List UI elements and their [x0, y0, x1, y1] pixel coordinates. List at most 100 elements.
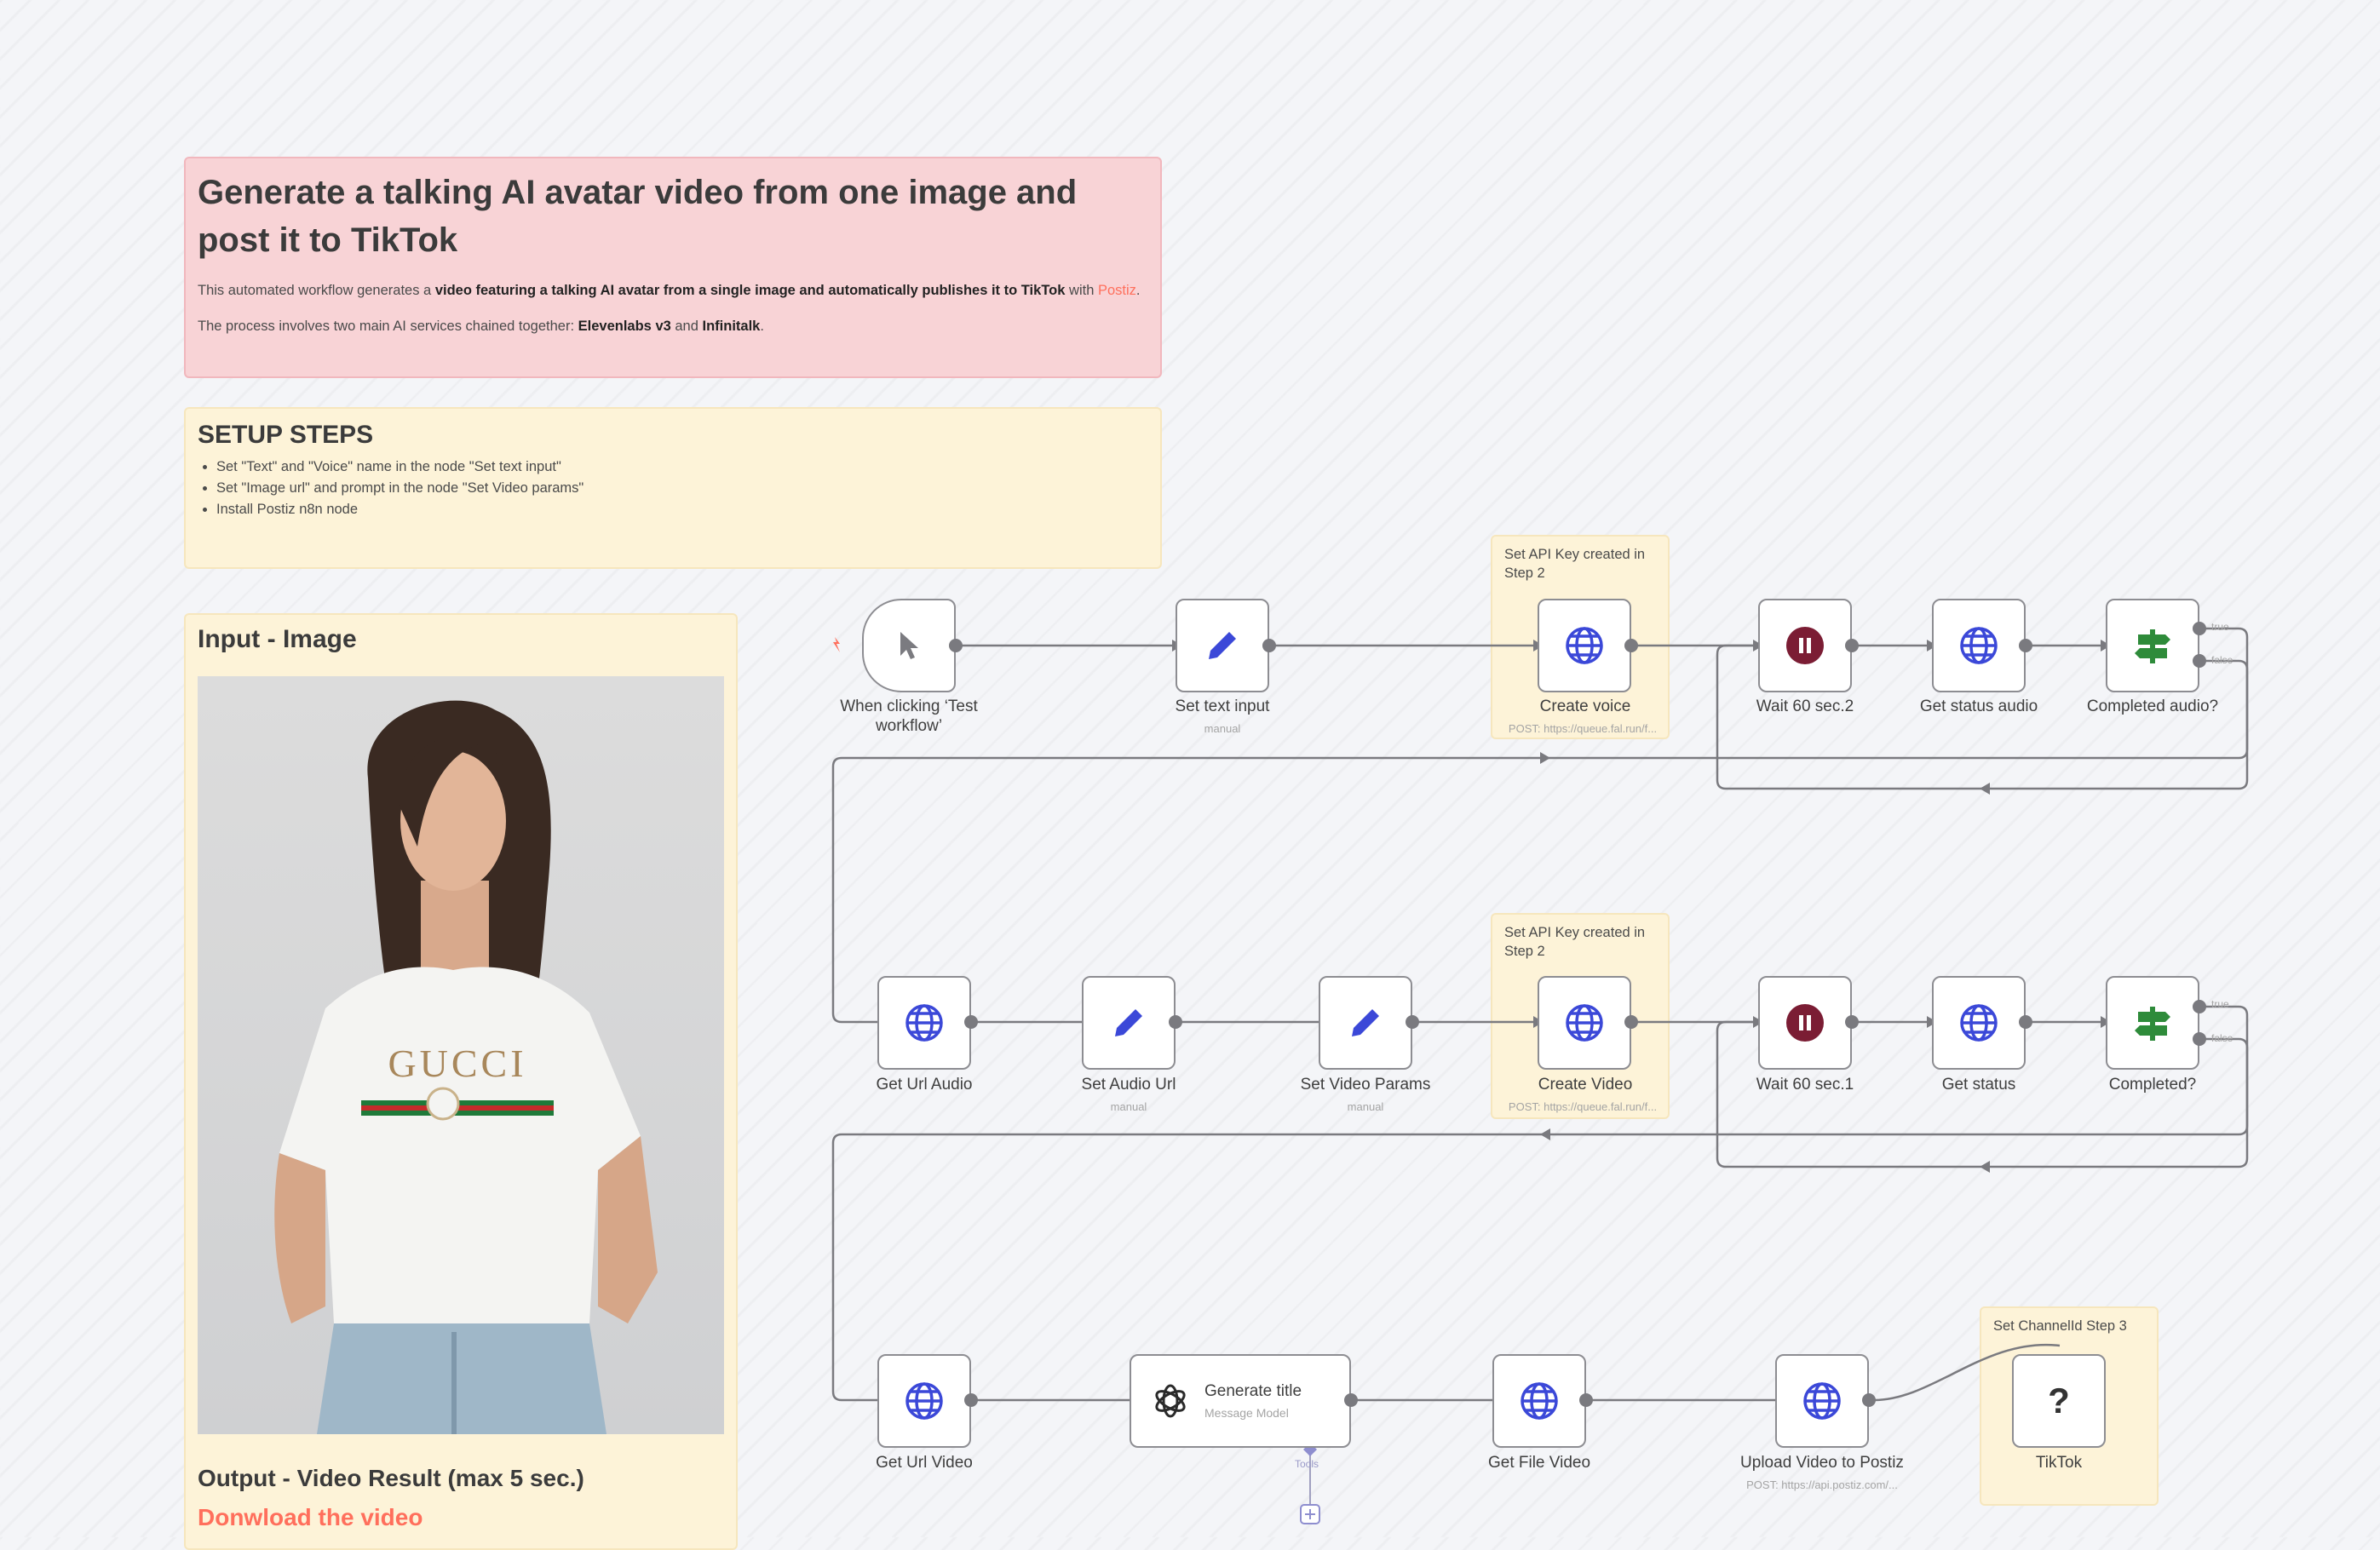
setup-step: Set "Text" and "Voice" name in the node …	[216, 456, 1148, 478]
get-url-video-label: Get Url Video	[876, 1454, 973, 1472]
create-video-sub: POST: https://queue.fal.run/f...	[1508, 1100, 1658, 1113]
output-handle[interactable]	[1624, 639, 1638, 652]
generate-title-label: Generate title	[1204, 1382, 1302, 1400]
set-video-params-label: Set Video Params	[1300, 1076, 1431, 1094]
tiktok-label: TikTok	[2035, 1454, 2083, 1472]
globe-icon	[1960, 627, 1998, 664]
setup-step: Install Postiz n8n node	[216, 499, 1148, 520]
upload-postiz-sub: POST: https://api.postiz.com/...	[1746, 1478, 1898, 1491]
trigger-node-label: When clicking ‘Test workflow’	[840, 698, 978, 735]
setup-note[interactable]: SETUP STEPS Set "Text" and "Voice" name …	[184, 407, 1162, 569]
postiz-link[interactable]: Postiz	[1097, 283, 1136, 298]
setup-title: SETUP STEPS	[198, 421, 374, 449]
completed-audio-false: false	[2211, 654, 2233, 666]
pencil-icon	[1115, 1009, 1142, 1036]
output-handle[interactable]	[949, 639, 963, 652]
download-video-link[interactable]: Donwload the video	[198, 1504, 423, 1530]
output-handle[interactable]	[964, 1015, 978, 1029]
true-output-handle[interactable]	[2193, 1000, 2206, 1013]
input-image-note[interactable]: Input - Image GUCCI Ou	[184, 613, 738, 1550]
get-file-video-node[interactable]	[1492, 1354, 1586, 1448]
get-status-node[interactable]	[1932, 976, 2026, 1070]
input-image-title: Input - Image	[198, 625, 357, 653]
intro-note[interactable]: Generate a talking AI avatar video from …	[184, 157, 1162, 378]
get-url-audio-node[interactable]	[877, 976, 971, 1070]
output-handle[interactable]	[1862, 1393, 1876, 1407]
cursor-icon	[900, 632, 918, 659]
api-key-note-1-text: Set API Key created in Step 2	[1504, 547, 1646, 581]
create-voice-sub: POST: https://queue.fal.run/f...	[1508, 722, 1658, 735]
output-handle[interactable]	[2019, 639, 2032, 652]
output-handle[interactable]	[1406, 1015, 1419, 1029]
wait-2-node[interactable]	[1758, 599, 1852, 692]
trigger-node[interactable]	[862, 599, 956, 692]
false-output-handle[interactable]	[2193, 1032, 2206, 1046]
completed-audio-label: Completed audio?	[2086, 698, 2219, 715]
globe-icon	[905, 1004, 943, 1042]
openai-icon	[1155, 1384, 1186, 1418]
globe-icon	[1566, 1004, 1603, 1042]
upload-postiz-node[interactable]	[1775, 1354, 1869, 1448]
output-handle[interactable]	[1262, 639, 1276, 652]
create-video-label: Create Video	[1538, 1076, 1633, 1094]
pause-icon	[1786, 627, 1824, 664]
get-status-label: Get status	[1941, 1076, 2016, 1094]
globe-icon	[1566, 627, 1603, 664]
set-video-params-node[interactable]	[1319, 976, 1412, 1070]
intro-paragraph-1: This automated workflow generates a vide…	[198, 283, 1141, 298]
intro-paragraph-2: The process involves two main AI service…	[198, 319, 764, 334]
create-voice-label: Create voice	[1539, 698, 1631, 715]
output-handle[interactable]	[2019, 1015, 2032, 1029]
output-handle[interactable]	[1845, 639, 1859, 652]
completed-node[interactable]	[2106, 976, 2199, 1070]
output-title: Output - Video Result (max 5 sec.)	[198, 1465, 584, 1491]
true-output-handle[interactable]	[2193, 622, 2206, 635]
get-file-video-label: Get File Video	[1487, 1454, 1591, 1472]
channel-note-text: Set ChannelId Step 3	[1993, 1318, 2127, 1334]
intro-title: Generate a talking AI avatar video from …	[198, 174, 1078, 259]
create-voice-node[interactable]	[1538, 599, 1631, 692]
output-handle[interactable]	[1344, 1393, 1358, 1407]
completed-audio-true: true	[2211, 621, 2229, 633]
output-handle[interactable]	[1169, 1015, 1182, 1029]
output-handle[interactable]	[1579, 1393, 1593, 1407]
output-handle[interactable]	[1624, 1015, 1638, 1029]
setup-steps-list: Set "Text" and "Voice" name in the node …	[198, 456, 1148, 520]
get-url-video-node[interactable]	[877, 1354, 971, 1448]
set-text-input-node[interactable]	[1176, 599, 1269, 692]
globe-icon	[905, 1382, 943, 1420]
generate-title-sub: Message Model	[1204, 1406, 1289, 1420]
completed-true: true	[2211, 998, 2229, 1010]
completed-audio-node[interactable]	[2106, 599, 2199, 692]
completed-false: false	[2211, 1032, 2233, 1044]
wait-1-label: Wait 60 sec.1	[1756, 1076, 1854, 1094]
wait-2-label: Wait 60 sec.2	[1756, 698, 1854, 715]
tools-port-label: Tools	[1295, 1458, 1319, 1470]
output-handle[interactable]	[1845, 1015, 1859, 1029]
completed-label: Completed?	[2108, 1076, 2197, 1094]
pause-icon	[1786, 1004, 1824, 1042]
tiktok-node[interactable]: ?	[2012, 1354, 2106, 1448]
pencil-icon	[1209, 632, 1236, 659]
output-handle[interactable]	[964, 1393, 978, 1407]
globe-icon	[1960, 1004, 1998, 1042]
api-key-note-2-text: Set API Key created in Step 2	[1504, 925, 1646, 959]
false-output-handle[interactable]	[2193, 654, 2206, 668]
unknown-node-icon: ?	[2048, 1381, 2070, 1421]
globe-icon	[1521, 1382, 1558, 1420]
signpost-icon	[2135, 1007, 2170, 1041]
set-audio-url-label: Set Audio Url	[1081, 1076, 1176, 1094]
set-text-input-sub: manual	[1204, 722, 1241, 735]
set-text-input-label: Set text input	[1175, 698, 1270, 715]
shirt-logo-text: GUCCI	[388, 1042, 526, 1085]
get-status-audio-node[interactable]	[1932, 599, 2026, 692]
set-audio-url-node[interactable]	[1082, 976, 1176, 1070]
pencil-icon	[1352, 1009, 1379, 1036]
setup-step: Set "Image url" and prompt in the node "…	[216, 478, 1148, 499]
generate-title-node[interactable]: Generate title Message Model	[1130, 1354, 1351, 1448]
upload-postiz-label: Upload Video to Postiz	[1740, 1454, 1904, 1472]
api-key-note-1[interactable]: Set API Key created in Step 2	[1491, 535, 1670, 739]
wait-1-node[interactable]	[1758, 976, 1852, 1070]
create-video-node[interactable]	[1538, 976, 1631, 1070]
